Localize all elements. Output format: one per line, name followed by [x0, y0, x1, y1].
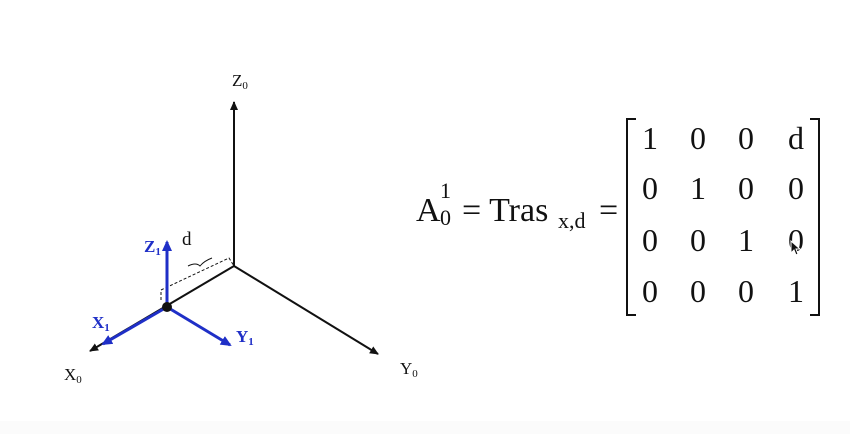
frame1-origin [162, 302, 172, 312]
matrix-cell: 1 [690, 170, 706, 206]
matrix-cell: 1 [642, 120, 658, 156]
lhs-subscript: 0 [440, 205, 451, 230]
matrix-cell: 0 [690, 273, 706, 309]
equals-sign: = [599, 192, 619, 229]
z1-label: Z1 [144, 237, 161, 258]
matrix-cell: 0 [788, 170, 804, 206]
lhs-superscript: 1 [440, 178, 451, 203]
matrix-cell: 0 [642, 170, 658, 206]
z0-label: Z0 [232, 71, 248, 92]
matrix-cell: 1 [738, 222, 754, 258]
y1-axis [166, 305, 232, 347]
lhs-base: A [416, 192, 441, 229]
x0-label: X0 [64, 365, 82, 386]
offset-brace [187, 257, 213, 267]
offset-label: d [182, 229, 192, 250]
matrix-cell: 0 [738, 273, 754, 309]
transform-matrix: 1 0 0 d 0 1 0 0 0 0 1 0 0 0 0 1 [626, 118, 820, 316]
x1-label: X1 [92, 313, 110, 334]
offset-bracket [160, 257, 235, 300]
bottom-strip [0, 421, 850, 434]
y0-label: Y0 [400, 359, 418, 380]
matrix-cell: 0 [642, 273, 658, 309]
x1-axis [101, 305, 168, 346]
matrix-cell: 0 [642, 222, 658, 258]
matrix-cell: 0 [738, 120, 754, 156]
matrix-cell: 0 [690, 120, 706, 156]
op-subscript: x,d [558, 208, 586, 233]
matrix-right-bracket [810, 118, 820, 316]
matrix-cell: 0 [690, 222, 706, 258]
transform-equation: A 1 0 = Tras x,d = [416, 180, 618, 232]
mouse-pointer-icon [790, 240, 802, 256]
y1-label: Y1 [236, 327, 254, 348]
matrix-left-bracket [626, 118, 636, 316]
y0-axis [233, 265, 379, 355]
matrix-cell: d [788, 120, 804, 156]
matrix-cell: 1 [788, 273, 804, 309]
equals-and-op: = Tras [462, 192, 549, 229]
matrix-cell: 0 [738, 170, 754, 206]
